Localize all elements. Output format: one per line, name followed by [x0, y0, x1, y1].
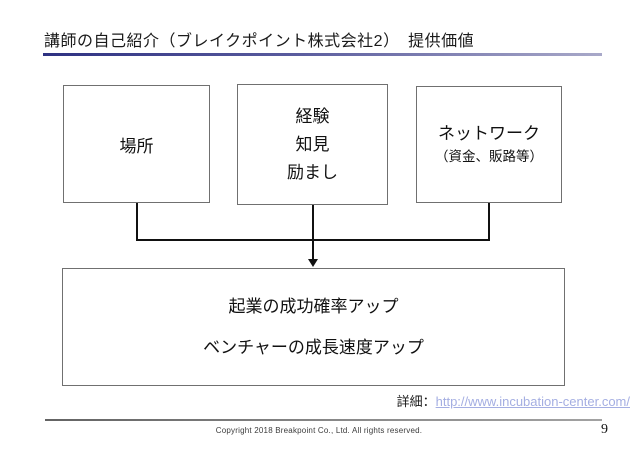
page-number: 9	[601, 422, 608, 437]
box-outcome: 起業の成功確率アップ ベンチャーの成長速度アップ	[62, 268, 565, 386]
detail-url-link[interactable]: http://www.incubation-center.com/	[435, 394, 630, 409]
box-experience: 経験 知見 励まし	[237, 84, 388, 205]
slide-title: 講師の自己紹介（ブレイクポイント株式会社2） 提供価値	[44, 33, 475, 50]
box-place-label: 場所	[119, 136, 154, 156]
box-place: 場所	[63, 85, 210, 203]
copyright-text: Copyright 2018 Breakpoint Co., Ltd. All …	[215, 426, 423, 435]
detail-label: 詳細：	[396, 394, 436, 409]
connector-line-left	[136, 203, 138, 241]
connector-line-middle	[312, 205, 314, 261]
footer-rule	[45, 419, 602, 421]
box-experience-line: 経験	[295, 106, 330, 126]
box-outcome-line: ベンチャーの成長速度アップ	[203, 337, 424, 357]
box-network: ネットワーク （資金、販路等）	[416, 86, 562, 203]
box-outcome-line: 起業の成功確率アップ	[228, 296, 399, 316]
arrow-down-icon	[308, 259, 318, 267]
box-experience-line: 励まし	[287, 162, 338, 182]
connector-line-right	[488, 203, 490, 241]
box-network-title: ネットワーク	[438, 123, 540, 143]
box-network-subtitle: （資金、販路等）	[435, 148, 543, 164]
title-accent-rule	[43, 53, 602, 56]
detail-row: 詳細：http://www.incubation-center.com/	[397, 391, 630, 410]
box-experience-line: 知見	[295, 134, 330, 154]
